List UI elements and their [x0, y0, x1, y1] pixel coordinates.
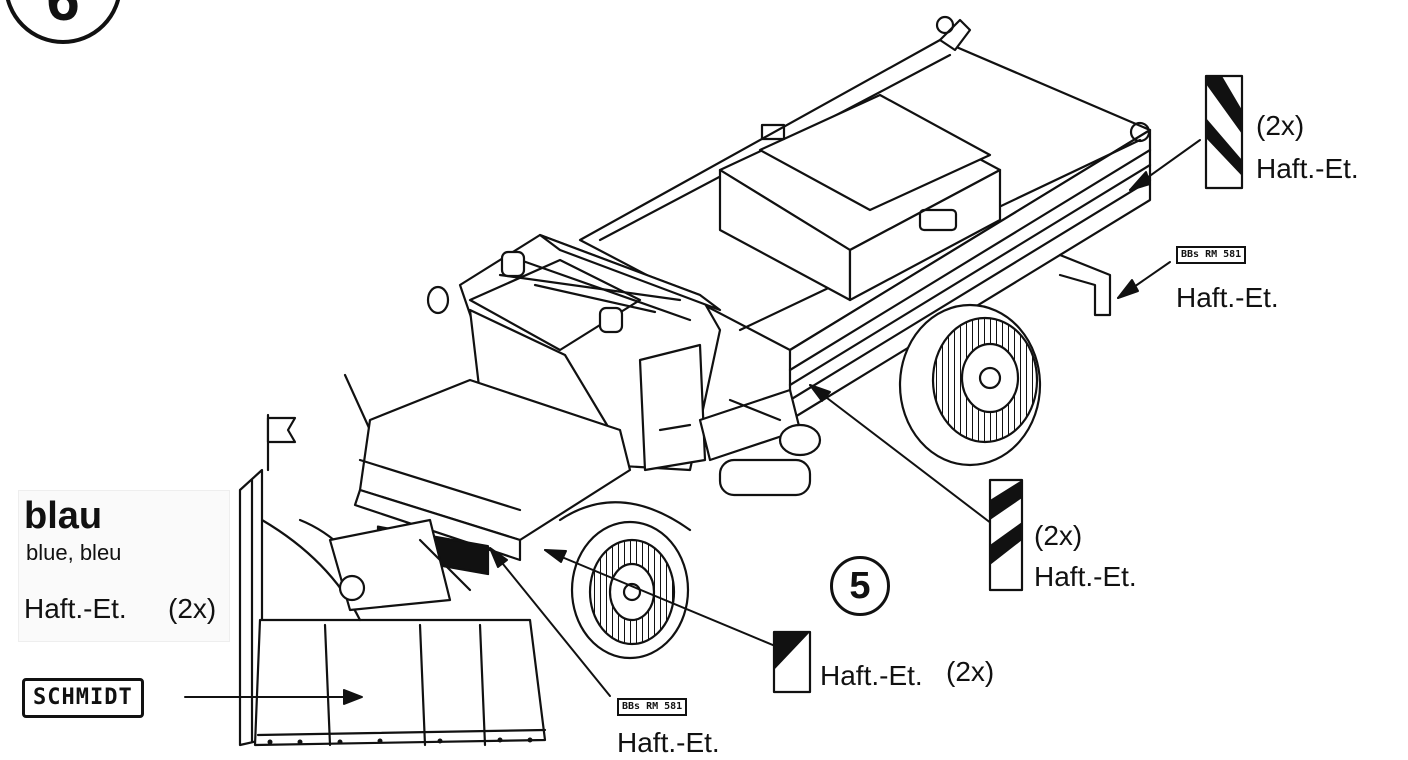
front-plate-label: Haft.-Et. [617, 727, 720, 758]
colour-title: blau [24, 495, 103, 537]
colour-note-panel [18, 490, 230, 642]
stripe-decal-side [988, 478, 1024, 592]
truck-hood [353, 378, 822, 576]
stripe-decal-rear [1204, 74, 1244, 190]
front-stripe-qty: (2x) [946, 656, 995, 687]
colour-subtitle: blue, bleu [26, 540, 122, 565]
snow-plow [238, 413, 547, 747]
schmidt-logo-decal: SCHMIDT [22, 678, 144, 718]
step-number: 6 [46, 0, 79, 34]
stripe-decal-front [772, 630, 812, 694]
front-stripe-label: Haft.-Et. [820, 660, 923, 691]
colour-decal-quantity: (2x) [168, 593, 217, 624]
colour-decal-label: Haft.-Et. [24, 593, 127, 624]
side-stripe-qty: (2x) [1034, 520, 1083, 551]
rear-stripe-label: Haft.-Et. [1256, 153, 1359, 184]
side-stripe-label: Haft.-Et. [1034, 561, 1137, 592]
rear-plate-label: Haft.-Et. [1176, 282, 1279, 313]
front-wheel [558, 501, 692, 660]
front-licence-plate-decal: BBs RM 581 [617, 698, 688, 716]
rear-licence-plate-decal: BBs RM 581 [1176, 246, 1247, 264]
rear-stripe-qty: (2x) [1256, 110, 1305, 141]
sub-step-number: 5 [849, 564, 871, 607]
dump-bed [578, 15, 1152, 422]
sub-step-badge: 5 [830, 556, 890, 616]
leader-arrows [184, 139, 1201, 705]
rear-wheel [898, 303, 1042, 467]
